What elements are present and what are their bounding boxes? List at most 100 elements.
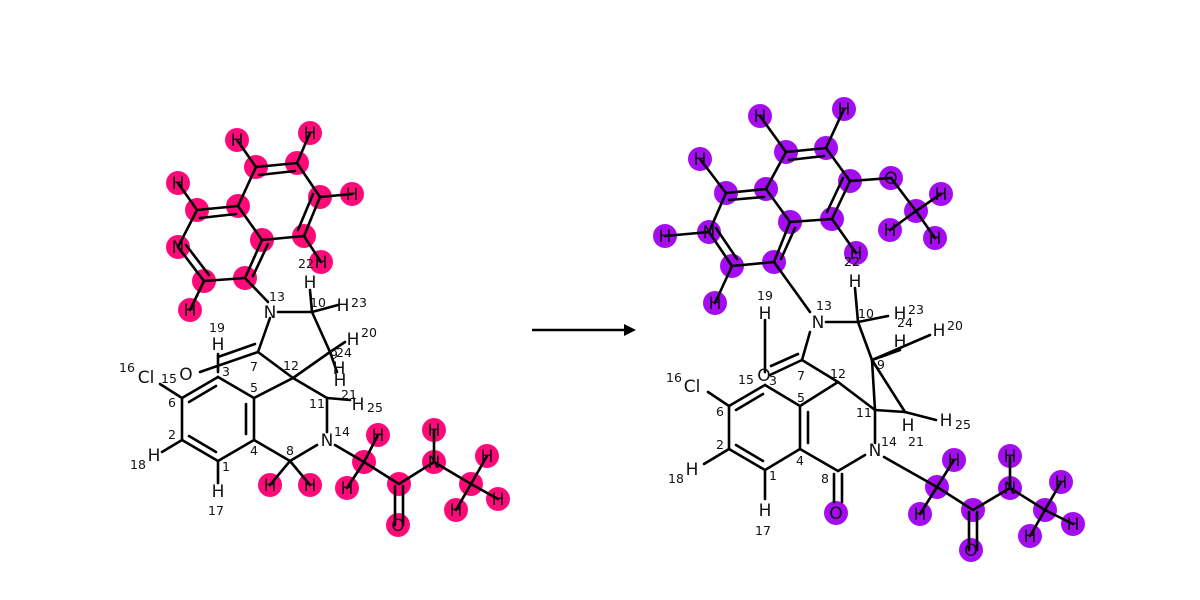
atom-label: N [321,431,334,451]
bond [706,390,731,408]
atom-label: Cl [684,377,701,397]
bond [734,392,765,412]
bond [1008,486,1047,512]
bond [788,217,834,224]
atom-index: 6 [168,395,176,410]
atom-index: 19 [209,320,225,335]
atom-label: H [172,174,185,194]
atom-label: H [948,451,961,471]
product-atom-labels: Cl 16 15 O 3 H 19 N 13 H 23 24 H 20 H H … [666,254,971,538]
atom-label: H [933,321,946,341]
bond [918,485,939,516]
reactant-bonds [158,131,500,527]
reaction-arrow [532,324,636,336]
bond [798,447,840,473]
atom-index: 14 [334,424,350,439]
bond [291,376,329,400]
atom-index: 22 [844,254,860,269]
bond [187,434,218,454]
atom-label: H [334,371,347,391]
bond [216,438,256,463]
atom-index: 21 [341,387,357,402]
atom-label: N [1004,479,1017,499]
atom-label: H [304,273,317,293]
bond [243,238,264,280]
bond [198,350,260,374]
atom-index: 1 [769,468,777,483]
bond [1043,508,1075,526]
atom-label: H [838,100,851,120]
atom-label: H [372,426,385,446]
atom-label: H [341,479,354,499]
bond [935,458,956,489]
atom-index: 8 [286,443,294,458]
atom-index: 10 [310,295,326,310]
bond [853,286,860,324]
bond [870,358,877,412]
atom-label: H [333,359,346,379]
atom-label: H [914,505,927,525]
bond [333,443,366,464]
bond [730,260,776,268]
bond [727,447,767,472]
bond [318,192,354,199]
bond [824,146,852,183]
bond [310,303,340,314]
atom-index: 22 [298,256,314,271]
atom-label: N [172,238,185,258]
atom-label: H [659,227,672,247]
atom-label: O [391,516,404,536]
bond [763,383,802,408]
bond [236,204,264,242]
atom-index: 3 [222,364,230,379]
atom-label: H [1024,527,1037,547]
atom-label: O [757,366,770,386]
atom-label: N [812,313,825,333]
atom-index: 3 [769,373,777,388]
atom-index: 18 [668,471,684,486]
bond [768,358,804,377]
atom-label: H [935,185,948,205]
bond [180,375,220,400]
product-molecule: H H H H O H H H H N H H H H H N H H O O … [653,97,1085,562]
bond [254,161,299,169]
atom-index: 12 [283,358,299,373]
atom-index: 17 [755,523,771,538]
reactant-molecule: H H H H H N H H H H H H H O N H H Cl 16 … [119,121,510,537]
bond [288,443,319,463]
bond [184,243,211,277]
atom-index: 25 [955,417,971,432]
bond [889,176,918,213]
atom-index: 15 [161,371,177,386]
bond [216,375,256,400]
atom-index: 2 [716,437,724,452]
atom-index: 20 [947,318,963,333]
bond [758,114,788,154]
bond [824,107,846,150]
bond [469,454,489,486]
atom-label: H [759,304,772,324]
atom-index: 8 [821,471,829,486]
atom-label: H [754,107,767,127]
bond [188,279,206,312]
atom-index: 5 [797,390,805,405]
bond [469,482,500,501]
bond [856,320,874,362]
atom-label: H [902,416,915,436]
bond [308,288,314,314]
bond [873,408,907,414]
bond [295,161,322,199]
bond [302,195,322,238]
bond [798,380,840,408]
atom-index: 1 [222,459,230,474]
bond [252,376,295,400]
bond [903,410,938,422]
bond [914,192,943,213]
atom-label: N [428,453,441,473]
bond [888,209,918,232]
atom-label: H [148,446,161,466]
bond [397,460,436,486]
reactant-highlight-labels: H H H H H N H H H H H H H O N H H [172,124,505,536]
bond [291,350,332,380]
bond [764,150,788,191]
